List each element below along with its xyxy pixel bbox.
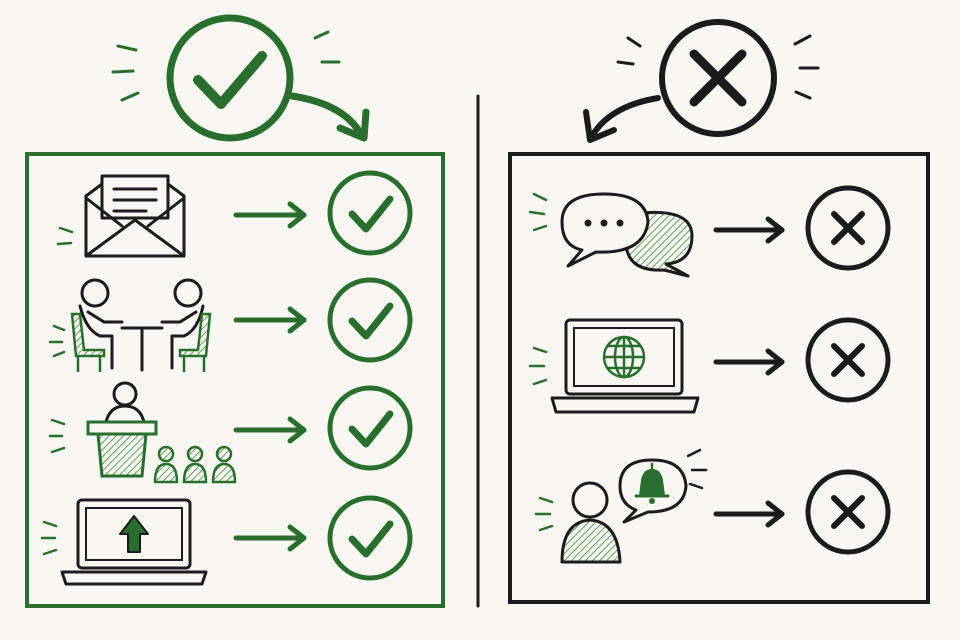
row4-arrow-icon <box>233 524 307 552</box>
not-allowed-panel-frame <box>508 152 930 604</box>
podium-sparkle-icon <box>48 418 66 454</box>
meeting-chairs-icon <box>70 312 212 372</box>
row2-check-circle-icon <box>327 277 413 363</box>
not-allowed-header-sparkle-icon <box>616 34 820 100</box>
not-allowed-header-curved-arrow-icon <box>583 95 661 143</box>
envelope-sparkle-icon <box>56 226 74 246</box>
chat-bubbles-icon <box>560 192 694 278</box>
row1-check-circle-icon <box>327 170 413 256</box>
not-row1-x-circle-icon <box>805 185 891 271</box>
not-allowed-header-x-icon <box>659 19 777 137</box>
in-person-meeting-icon <box>78 278 205 372</box>
person-bell-sparkle-icon <box>534 448 708 532</box>
not-row2-x-circle-icon <box>805 317 891 403</box>
row4-check-circle-icon <box>327 495 413 581</box>
meeting-sparkle-icon <box>48 324 66 358</box>
row3-arrow-icon <box>233 416 307 444</box>
laptop-globe-sparkle-icon <box>528 346 548 386</box>
laptop-upload-icon <box>60 498 208 586</box>
allowed-header-curved-arrow-icon <box>288 92 370 142</box>
not-row3-x-circle-icon <box>805 469 891 555</box>
laptop-upload-sparkle-icon <box>40 520 58 556</box>
envelope-letter-icon <box>84 174 186 258</box>
allowed-panel-frame <box>25 152 445 608</box>
not-row3-arrow-icon <box>713 500 785 528</box>
row2-arrow-icon <box>233 306 307 334</box>
podium-presentation-icon <box>86 381 237 484</box>
laptop-globe-icon <box>550 318 700 414</box>
allowed-header-check-icon <box>166 14 294 142</box>
not-row2-arrow-icon <box>713 348 785 376</box>
allowed-header-sparkle-icon <box>111 30 341 102</box>
not-row1-arrow-icon <box>713 216 785 244</box>
row1-arrow-icon <box>233 201 307 229</box>
person-notification-bell-icon <box>560 458 688 564</box>
row3-check-circle-icon <box>327 385 413 471</box>
chat-sparkle-icon <box>528 192 548 232</box>
